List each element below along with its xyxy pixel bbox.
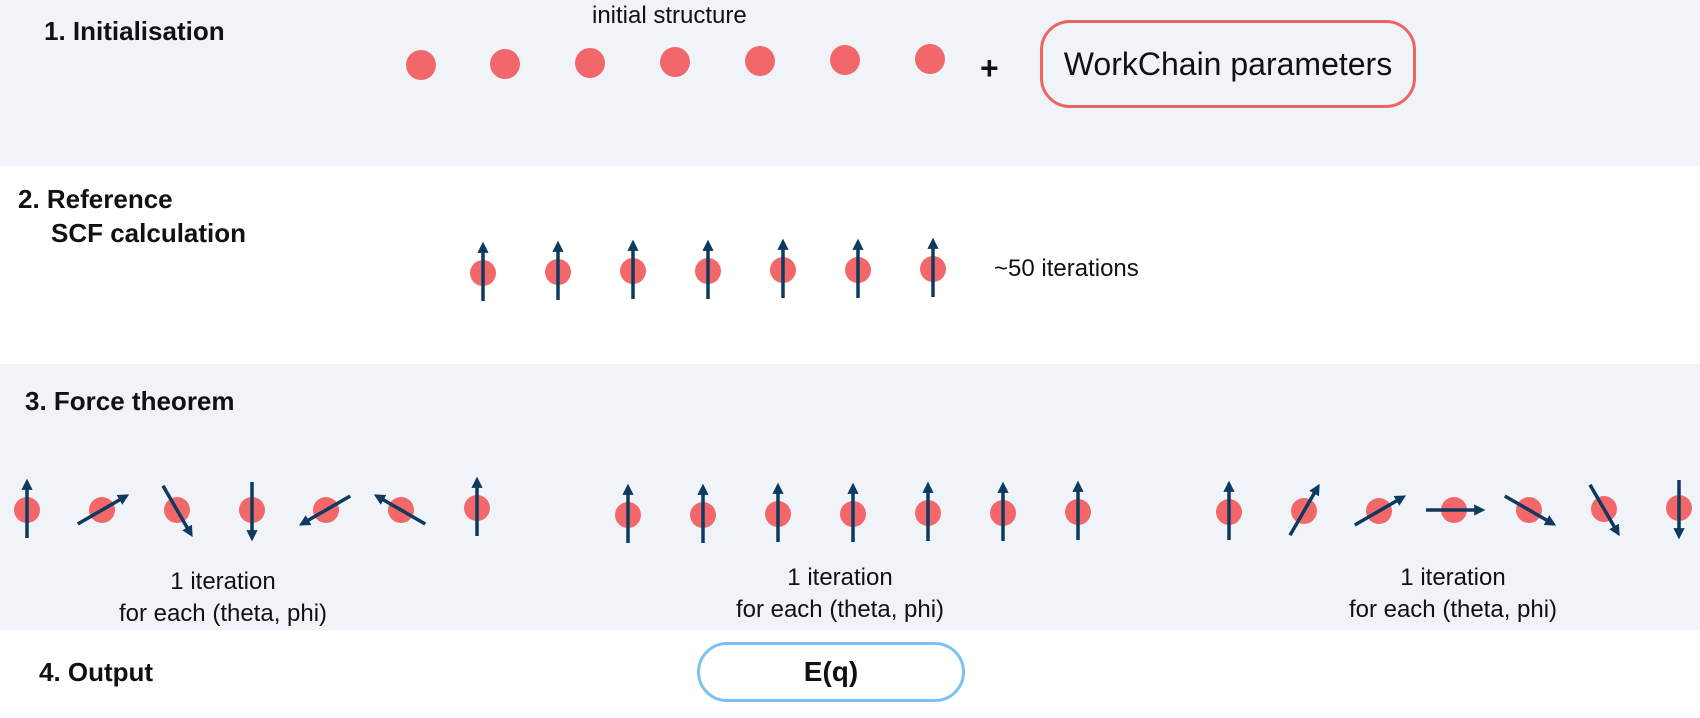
initialisation-band xyxy=(0,0,1700,166)
group-1-caption-line1: 1 iteration xyxy=(170,568,276,595)
initial-atom xyxy=(745,46,775,76)
step-3-title: 3. Force theorem xyxy=(25,386,235,416)
initial-atom xyxy=(406,50,436,80)
force-theorem-band xyxy=(0,364,1700,630)
initial-atom xyxy=(490,49,520,79)
spin-arrow xyxy=(76,494,130,526)
initial-structure-atoms xyxy=(406,44,945,80)
initial-atom xyxy=(660,47,690,77)
step-4-title: 4. Output xyxy=(39,657,154,687)
plus-sign: + xyxy=(980,50,999,86)
spin-arrow xyxy=(373,494,427,526)
initial-atom xyxy=(915,44,945,74)
step-2-title: 2. Reference xyxy=(18,184,173,214)
group-2-caption-line1: 1 iteration xyxy=(787,564,893,591)
spin-arrow xyxy=(161,484,193,538)
initial-atom xyxy=(830,45,860,75)
spin-arrow xyxy=(298,494,352,526)
workchain-parameters-box: WorkChain parameters xyxy=(1040,20,1416,108)
group-1-caption-line2: for each (theta, phi) xyxy=(118,600,328,627)
step-2-subtitle: SCF calculation xyxy=(51,218,247,248)
group-3-caption-line1: 1 iteration xyxy=(1400,564,1506,591)
spin-arrow xyxy=(1588,483,1620,537)
force-theorem-spins xyxy=(14,476,1692,543)
initial-structure-label: initial structure xyxy=(592,2,747,29)
reference-scf-spins xyxy=(470,237,946,301)
iterations-label: ~50 iterations xyxy=(994,255,1139,282)
group-2-caption-line2: for each (theta, phi) xyxy=(735,596,945,623)
output-box: E(q) xyxy=(697,642,965,702)
step-1-title: 1. Initialisation xyxy=(44,16,225,46)
spin-arrow xyxy=(1503,494,1557,526)
group-3-caption-line2: for each (theta, phi) xyxy=(1348,596,1558,623)
spin-arrow xyxy=(1288,483,1320,537)
initial-atom xyxy=(575,48,605,78)
spin-arrow xyxy=(1353,495,1407,527)
